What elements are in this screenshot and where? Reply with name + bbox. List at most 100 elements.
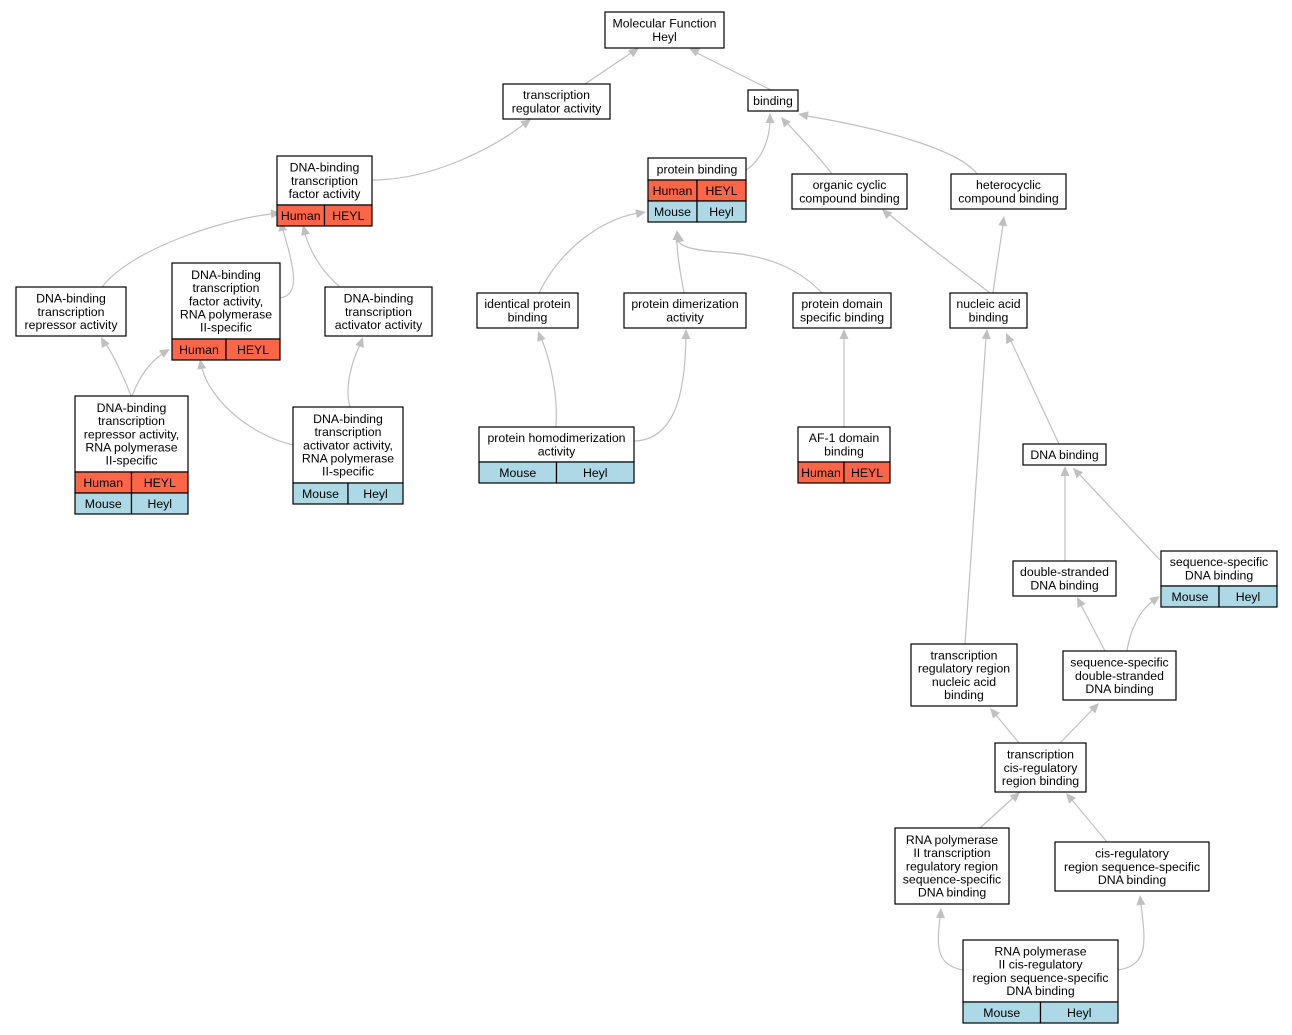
edge-arrowhead (990, 708, 1000, 719)
node-label-line: organic cyclic (813, 178, 887, 192)
edge-line (1010, 340, 1060, 445)
edge-line (745, 121, 771, 171)
node-label-line: RNA polymerase (180, 308, 272, 322)
node-box (1062, 650, 1177, 701)
node-label-line: sequence-specific (1070, 656, 1168, 670)
node-label-line: regulatory region (906, 859, 998, 873)
edge-line (101, 213, 272, 288)
node-label-line: DNA-binding (97, 401, 167, 415)
node-label-line: transcription (98, 414, 165, 428)
node-label-line: Molecular Function (613, 17, 717, 31)
node-label-line: RNA polymerase (85, 441, 177, 455)
edge-arrowhead (998, 216, 1008, 227)
node-box (994, 742, 1087, 793)
species-label: Mouse (499, 466, 536, 480)
node-label-line: cis-regulatory (1095, 847, 1170, 861)
node-box (894, 827, 1010, 905)
node-label-line: II-specific (106, 454, 158, 468)
node-label-line: sequence-specific (1170, 555, 1268, 569)
edge-arrowhead (270, 209, 281, 219)
node-label-line: cis-regulatory (1004, 761, 1079, 775)
node-box (910, 643, 1018, 707)
node-box (1160, 550, 1278, 587)
edge-line (584, 52, 632, 85)
node-box (324, 286, 433, 337)
node-label-line: region sequence-specific (1064, 860, 1200, 874)
node-label-line: transcription (931, 649, 998, 663)
gene-label: HEYL (705, 184, 737, 198)
species-label: Human (801, 466, 841, 480)
node-label-line: heterocyclic (976, 178, 1041, 192)
edge-arrowhead (1088, 703, 1099, 714)
node-label-line: factor activity, (189, 294, 263, 308)
go-term-node-dna-binding[interactable]: DNA binding (1022, 443, 1107, 466)
edge-arrowhead (1006, 333, 1015, 344)
gene-label: HEYL (237, 343, 269, 357)
node-label-line: DNA binding (1085, 682, 1154, 696)
node-label-line: nucleic acid (956, 297, 1020, 311)
edge-line (1059, 708, 1094, 744)
node-label-line: II-specific (322, 465, 374, 479)
node-label-line: DNA-binding (344, 292, 414, 306)
node-label-line: protein dimerization (631, 297, 738, 311)
edge-arrowhead (1077, 597, 1086, 608)
node-label-line: II cis-regulatory (998, 958, 1083, 972)
gene-cell (555, 461, 635, 484)
edge-arrowhead (675, 232, 685, 243)
edge-line (347, 344, 361, 408)
node-label-line: RNA polymerase (302, 452, 394, 466)
go-term-node-binding[interactable]: binding (747, 89, 799, 112)
node-label-line: binding (753, 94, 793, 108)
edge-arrowhead (981, 329, 991, 340)
node-box (1012, 560, 1117, 597)
edge-line (279, 229, 295, 299)
node-label-line: AF-1 domain (809, 431, 880, 445)
node-box (502, 83, 611, 120)
node-label-line: sequence-specific (903, 873, 1001, 887)
node-box (797, 426, 891, 463)
edge-arrowhead (882, 209, 893, 220)
node-label-line: DNA-binding (290, 161, 360, 175)
nodes: Molecular FunctionHeyltranscriptionregul… (15, 11, 1278, 1024)
node-label-line: DNA binding (1030, 578, 1099, 592)
node-label-line: protein binding (657, 162, 738, 176)
edge-arrowhead (197, 359, 207, 370)
node-label-line: transcription (315, 425, 382, 439)
gene-cell (1218, 585, 1278, 608)
node-box (74, 395, 189, 473)
node-label-line: binding (508, 310, 548, 324)
node-label-line: specific binding (800, 310, 884, 324)
gene-cell (1039, 1001, 1119, 1024)
node-label-line: binding (969, 310, 1009, 324)
edge-line (1071, 799, 1108, 843)
node-label-line: DNA-binding (313, 412, 383, 426)
node-label-line: repressor activity, (84, 427, 179, 441)
node-label-line: double-stranded (1075, 669, 1164, 683)
